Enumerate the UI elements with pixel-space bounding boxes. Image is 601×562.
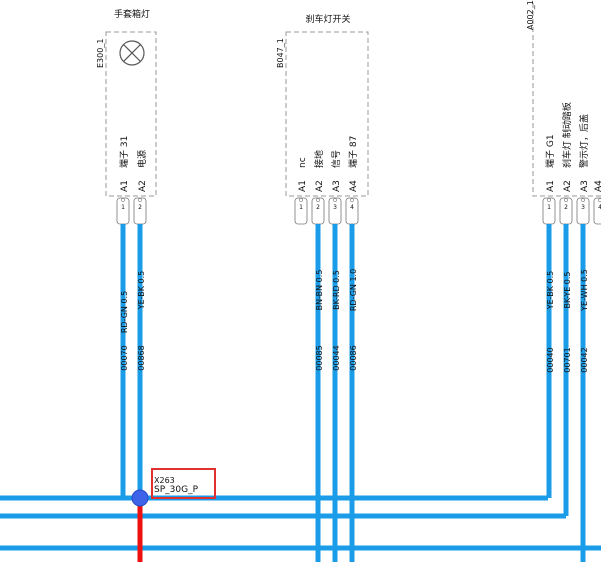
splice-id: X263 (154, 476, 175, 485)
pin-number: 1 (547, 204, 551, 211)
pin-number: 1 (299, 204, 303, 211)
wire-spec: RD-GN 0.5 (120, 291, 129, 333)
wire-labels: RD-GN 0.5 00070 YE-BK 0.5 00868 BN-BN 0.… (120, 269, 589, 373)
pin-name: A3 (332, 180, 342, 192)
component-outline (285, 31, 369, 197)
component-a002[interactable]: A002_1 端子 G1 刹车灯 制动踏板 警示灯，后盖 A1 A2 A3 A4… (526, 0, 601, 225)
pin-number: 1 (121, 204, 125, 211)
connector-pin[interactable]: 4 (345, 197, 359, 225)
pin-number: 2 (564, 204, 568, 211)
component-e300[interactable]: 手套箱灯 E300_1 端子 31 电源 A1 A2 1 2 (96, 8, 157, 225)
pin-label: 电源 (136, 150, 148, 168)
connector-pin[interactable]: 2 (133, 197, 147, 225)
connector-pin[interactable]: 1 (294, 197, 308, 225)
wire-spec: YE-BK 0.5 (137, 271, 146, 311)
pin-number: 2 (316, 204, 320, 211)
pin-name: A1 (120, 180, 130, 192)
splice-highlight-box (151, 468, 216, 499)
wire-spec: YE-WH 0.5 (580, 269, 589, 312)
wire-harness (0, 224, 601, 562)
splice-x263[interactable]: X263 SP_30G_P (131, 468, 216, 507)
wire-spec: YE-BK 0.5 (546, 271, 555, 311)
connector-pin[interactable]: 2 (311, 197, 325, 225)
pin-number: 3 (581, 204, 585, 211)
wire-spec: RD-GN 1.0 (349, 269, 358, 311)
connector-pin[interactable]: 3 (328, 197, 342, 225)
connector-pin[interactable]: 1 (542, 197, 556, 225)
pin-name: A2 (315, 180, 325, 192)
pin-label: 端子 87 (347, 136, 359, 168)
lamp-icon (119, 40, 145, 66)
connector-pin[interactable]: 3 (576, 197, 590, 225)
wire-code: 00044 (332, 345, 341, 370)
component-id: E300_1 (96, 39, 105, 68)
connector-pin[interactable]: 1 (116, 197, 130, 225)
pin-label: 警示灯，后盖 (578, 114, 590, 168)
component-id: A002_1 (526, 0, 535, 30)
pin-label: nc (298, 157, 308, 168)
splice-dot[interactable] (131, 489, 149, 507)
component-b047[interactable]: 刹车灯开关 B047_1 nc 接地 信号 端子 87 A1 A2 A3 A4 … (276, 13, 369, 225)
component-title: 刹车灯开关 (305, 13, 350, 25)
pin-number: 4 (350, 204, 354, 211)
wire-code: 00868 (137, 345, 146, 370)
pin-name: A2 (138, 180, 148, 192)
component-outline (105, 31, 157, 197)
pin-name: A2 (563, 180, 573, 192)
wire-code: 00040 (546, 347, 555, 372)
component-outline (532, 0, 601, 197)
wire-code: 00042 (580, 347, 589, 372)
pin-name: A1 (546, 180, 556, 192)
pin-number: 4 (598, 204, 601, 211)
pin-name: A3 (580, 180, 590, 192)
pin-number: 3 (333, 204, 337, 211)
splice-name: SP_30G_P (154, 485, 199, 495)
wire-spec: BK-RD 0.5 (332, 270, 341, 310)
pin-label: 端子 31 (118, 136, 130, 168)
pin-label: 接地 (313, 150, 325, 168)
component-title: 手套箱灯 (114, 8, 150, 20)
wire-code: 00085 (315, 345, 324, 370)
connector-pin[interactable]: 4 (593, 197, 601, 225)
pin-name: A1 (298, 180, 308, 192)
pin-number: 2 (138, 204, 142, 211)
pin-label: 端子 G1 (544, 134, 556, 168)
pin-name: A4 (594, 180, 601, 192)
pin-label: 刹车灯 制动踏板 (561, 102, 573, 168)
pin-label: 信号 (330, 150, 342, 168)
wire-code: 00701 (563, 347, 572, 372)
pin-name: A4 (349, 180, 359, 192)
wire-spec: BN-BN 0.5 (315, 270, 324, 311)
connector-pin[interactable]: 2 (559, 197, 573, 225)
wire-spec: BK-YE 0.5 (563, 271, 572, 308)
wire-code: 00070 (120, 345, 129, 370)
component-id: B047_1 (276, 38, 285, 68)
wire-code: 00086 (349, 345, 358, 370)
